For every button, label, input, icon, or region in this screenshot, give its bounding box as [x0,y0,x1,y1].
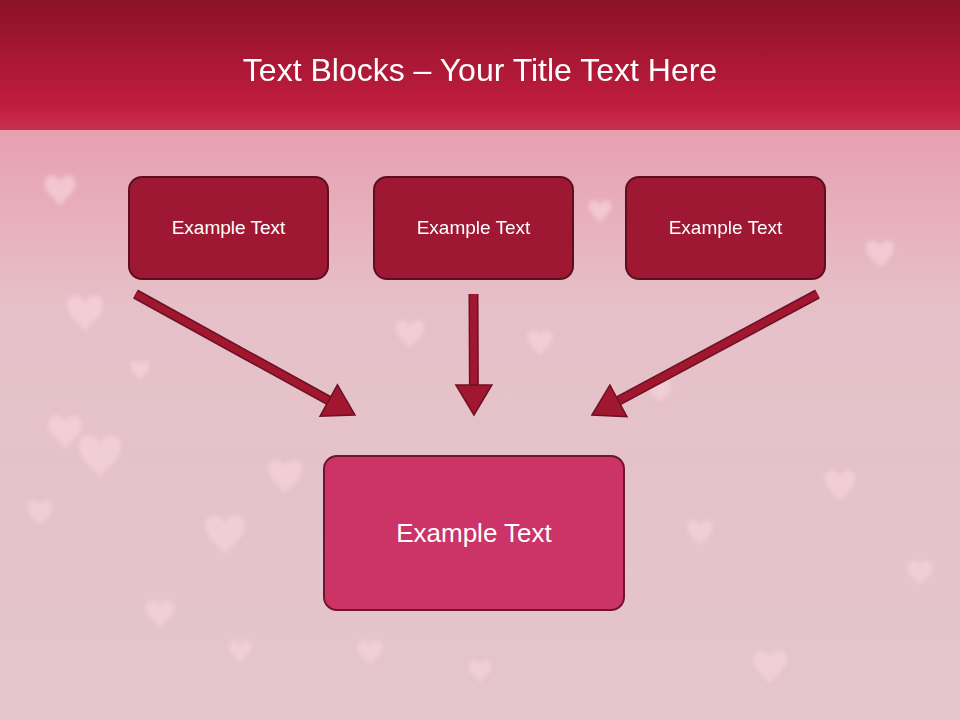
text-block: Example Text [128,176,329,280]
text-block: Example Text [373,176,574,280]
block-text: Example Text [417,217,531,239]
arrow-connector [136,294,356,416]
arrow-connector [456,294,492,415]
arrow-connector [592,294,818,417]
block-text: Example Text [396,518,552,549]
block-text: Example Text [172,217,286,239]
block-text: Example Text [669,217,783,239]
slide-title: Text Blocks – Your Title Text Here [0,52,960,89]
text-block: Example Text [323,455,625,611]
text-block: Example Text [625,176,826,280]
